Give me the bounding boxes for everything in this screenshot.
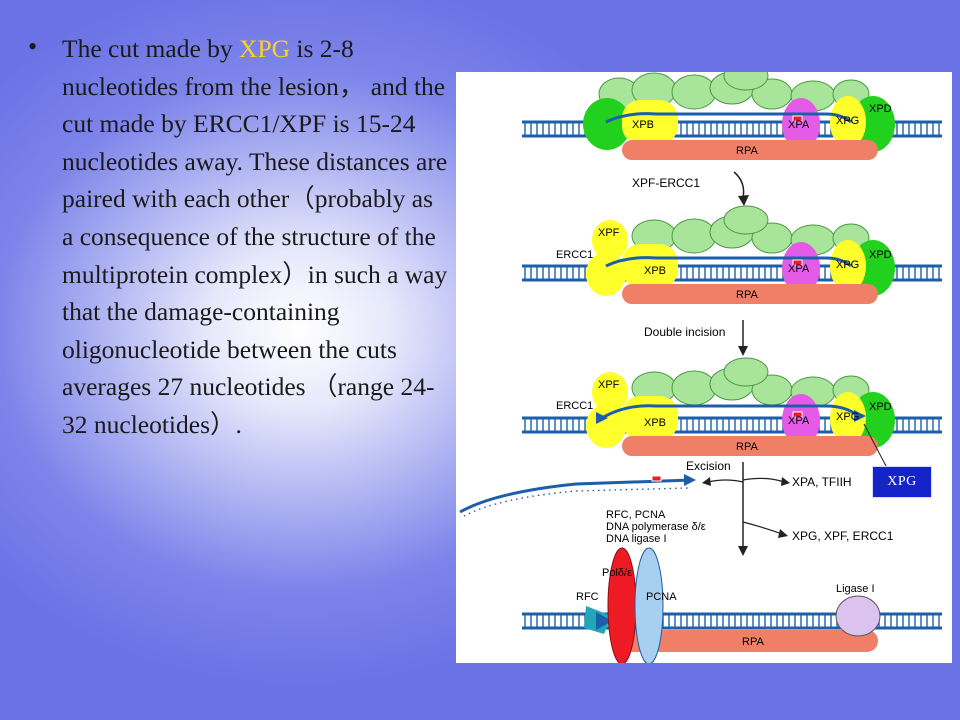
release-arrowhead-1: [781, 477, 790, 486]
xpb-label: XPB: [632, 119, 654, 131]
xpf-protein: [592, 220, 628, 260]
xpd-label: XPD: [869, 249, 892, 261]
xpd-label: XPD: [869, 401, 892, 413]
pol-label: Polδ/ε: [602, 567, 632, 579]
xpg-highlight: XPG: [239, 34, 291, 63]
xpf-protein: [592, 372, 628, 412]
dna-bubble-top: [605, 256, 852, 268]
rpa-label: RPA: [742, 636, 764, 648]
incised-strand: [601, 404, 859, 420]
ercc1-label: ERCC1: [556, 400, 593, 412]
stage-2-complex: XPF ERCC1 XPB XPA XPG XPD RPA: [522, 205, 942, 304]
step-arrowhead-3: [738, 546, 748, 556]
rfc-label: RFC: [576, 591, 599, 603]
xpg-protein: [830, 392, 866, 444]
xpb-protein: [622, 244, 678, 288]
rfc-arrowhead: [596, 612, 612, 630]
xpa-label: XPA: [788, 263, 810, 275]
lesion-marker: [792, 259, 803, 266]
rpa-label: RPA: [736, 289, 758, 301]
rpa-protein: [622, 284, 878, 304]
excision-label: Excision: [686, 459, 731, 473]
stage-4-repair: RPA Polδ/ε RFC PCNA Ligase I: [522, 547, 942, 663]
pol-protein: [607, 547, 637, 663]
step-arrow-1: [733, 171, 745, 199]
ligase-label: Ligase I: [836, 583, 875, 595]
bullet-text: The cut made by XPG is 2-8 nucleotides f…: [62, 30, 448, 444]
bullet-text-part2: is 2-8 nucleotides from the lesion， and …: [62, 34, 448, 439]
rpa-protein: [622, 436, 878, 456]
xpg-label: XPG: [836, 259, 859, 271]
dna-bubble-top: [605, 112, 852, 124]
xpd-label: XPD: [869, 103, 892, 115]
step-arrowhead-2: [738, 346, 748, 356]
step-arrowhead-1: [738, 195, 749, 206]
release-arrow-2: [742, 521, 783, 535]
incision-arrowhead-left: [596, 412, 608, 424]
xpf-label: XPF: [598, 379, 620, 391]
xpg-protein: [830, 96, 866, 148]
step-double-incision-label: Double incision: [644, 325, 725, 339]
excision-step: Excision XPA, TFIIH RFC, PCNA DNA polyme…: [459, 459, 894, 556]
rpa-protein: [622, 140, 878, 160]
excision-arrowhead: [702, 477, 711, 486]
callout-pointer: [863, 423, 887, 467]
step-xpf-ercc1-label: XPF-ERCC1: [632, 176, 700, 190]
bullet-text-part1: The cut made by: [62, 34, 240, 63]
fill-line-1: RFC, PCNA: [606, 509, 666, 521]
xpg-callout-box: XPG: [872, 466, 932, 498]
xpa-label: XPA: [788, 415, 810, 427]
excised-oligo-ticks: [463, 487, 689, 517]
excised-oligo: [459, 478, 693, 514]
xpa-protein: [782, 242, 820, 294]
release-2-label: XPG, XPF, ERCC1: [792, 529, 894, 543]
rpa-label: RPA: [736, 145, 758, 157]
xpg-label: XPG: [836, 115, 859, 127]
ligase-protein: [835, 595, 881, 637]
xpg-protein: [830, 240, 866, 292]
excision-arrow: [707, 479, 744, 483]
stage-3-complex: XPF ERCC1 XPB XPA XPG XPD RPA: [522, 357, 942, 467]
bullet-dot: •: [28, 32, 38, 61]
fill-line-3: DNA ligase I: [606, 533, 667, 545]
xpa-protein: [782, 98, 820, 150]
incision-arrowhead-right: [854, 410, 866, 422]
oligo-arrowhead: [684, 474, 696, 486]
xpb-label: XPB: [644, 417, 666, 429]
pcna-protein: [634, 547, 664, 663]
rpa-label: RPA: [736, 441, 758, 453]
ercc1-label: ERCC1: [556, 249, 593, 261]
xpb-protein: [622, 100, 678, 144]
lesion-marker: [651, 475, 662, 482]
rpa-protein: [622, 630, 878, 652]
lesion-marker: [792, 115, 803, 122]
xpg-label: XPG: [836, 411, 859, 423]
bullet-point: • The cut made by XPG is 2-8 nucleotides…: [28, 30, 448, 444]
stage-1-complex: XPB XPA XPG XPD RPA: [522, 72, 942, 160]
xpa-label: XPA: [788, 119, 810, 131]
xpb-label: XPB: [644, 265, 666, 277]
xpf-label: XPF: [598, 227, 620, 239]
pcna-label: PCNA: [646, 591, 677, 603]
release-1-label: XPA, TFIIH: [792, 475, 852, 489]
lesion-marker: [792, 411, 803, 418]
ner-diagram-panel: XPB XPA XPG XPD RPA XPF-ERCC1: [456, 72, 952, 663]
release-arrowhead-2: [778, 529, 788, 538]
tfiih-left-blob: [583, 98, 631, 150]
release-arrow-1: [742, 477, 785, 483]
ner-diagram: XPB XPA XPG XPD RPA XPF-ERCC1: [459, 72, 942, 663]
fill-line-2: DNA polymerase δ/ε: [606, 521, 706, 533]
